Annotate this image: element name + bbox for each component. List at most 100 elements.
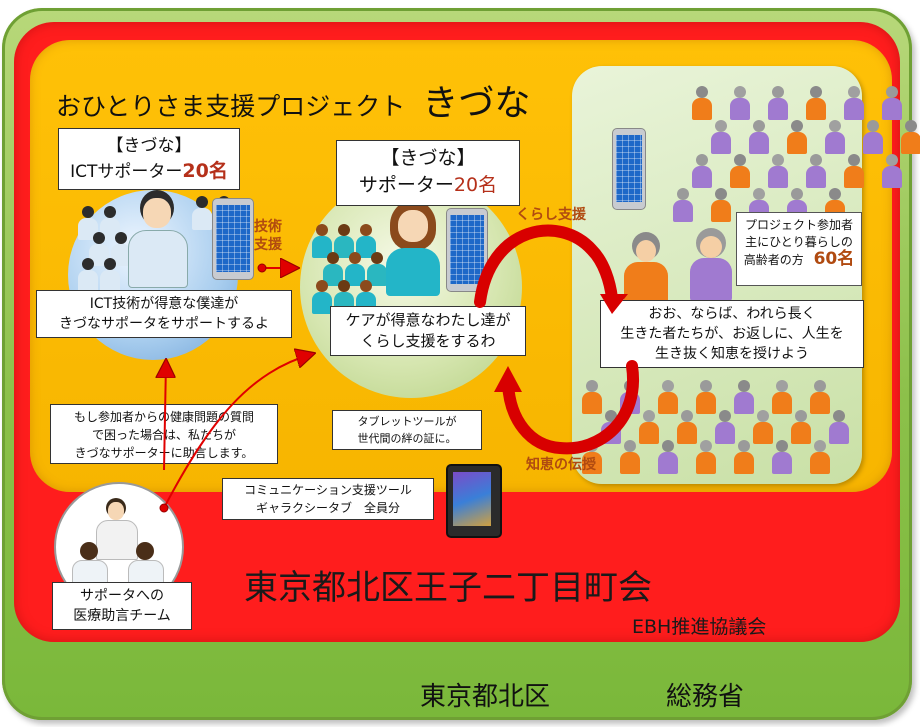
elder-man-icon — [624, 232, 668, 306]
crowd-person-icon — [882, 154, 902, 188]
crowd-person-icon — [312, 224, 332, 258]
crowd-person-icon — [78, 206, 98, 240]
crowd-person-icon — [810, 380, 830, 414]
ict-box-count: 20名 — [182, 160, 228, 182]
wisdom-arrowhead — [494, 366, 522, 392]
crowd-person-icon — [356, 224, 376, 258]
elder-speech-box: おお、ならば、われら長く 生きた者たちが、お返しに、人生を 生き抜く知恵を授けよ… — [600, 300, 864, 368]
crowd-person-icon — [829, 410, 849, 444]
elder-speech-line2: 生きた者たちが、お返しに、人生を — [620, 326, 844, 342]
life-support-cycle-arrow — [474, 224, 618, 308]
crowd-person-icon — [111, 232, 131, 266]
crowd-person-icon — [715, 410, 735, 444]
crowd-person-icon — [658, 440, 678, 474]
ministry-label: 総務省 — [666, 682, 745, 712]
life-support-arrowhead — [600, 294, 628, 314]
care-box-line1: 【きづな】 — [380, 147, 476, 169]
crowd-person-icon — [711, 120, 731, 154]
ict-box-label: ICTサポーター — [70, 162, 183, 182]
care-smartphone-icon — [446, 208, 488, 292]
ict-speech-line2: きづなサポータをサポートするよ — [59, 316, 269, 332]
ict-speech-box: ICT技術が得意な僕達が きづなサポータをサポートするよ — [36, 290, 292, 338]
crowd-person-icon — [772, 440, 792, 474]
comm-tool-box: コミュニケーション支援ツール ギャラクシータブ 全員分 — [222, 478, 434, 520]
crowd-person-icon — [192, 196, 212, 230]
crowd-person-icon — [692, 154, 712, 188]
tablet-caption-line1: タブレットツールが — [357, 415, 457, 428]
kita-ward-label: 東京都北区 — [420, 682, 551, 712]
crowd-person-icon — [658, 380, 678, 414]
elder-speech-line1: おお、ならば、われら長く — [648, 306, 816, 322]
ict-supporters-group — [74, 196, 234, 296]
care-speech-line2: くらし支援をするわ — [360, 332, 496, 350]
participants-line1: プロジェクト参加者 — [744, 218, 853, 232]
tablet-caption-box: タブレットツールが 世代間の絆の証に。 — [332, 410, 482, 450]
wisdom-cycle-arrow — [502, 360, 640, 455]
crowd-person-icon — [620, 440, 640, 474]
crowd-person-icon — [677, 410, 697, 444]
crowd-person-icon — [825, 120, 845, 154]
crowd-person-icon — [734, 380, 754, 414]
project-title: おひとりさま支援プロジェクト — [56, 92, 406, 121]
tech-support-line1: 技術 — [254, 219, 282, 235]
crowd-person-icon — [334, 224, 354, 258]
crowd-person-icon — [696, 440, 716, 474]
crowd-person-icon — [806, 86, 826, 120]
project-name: きづな — [422, 83, 531, 124]
medical-to-ict-arrow — [164, 362, 166, 471]
crowd-person-icon — [730, 154, 750, 188]
crowd-person-icon — [810, 440, 830, 474]
life-support-label: くらし支援 — [516, 207, 586, 223]
crowd-person-icon — [696, 380, 716, 414]
crowd-person-icon — [844, 154, 864, 188]
participants-box: プロジェクト参加者 主にひとり暮らしの 高齢者の方 60名 — [736, 212, 862, 286]
elder-speech-line3: 生き抜く知恵を授けよう — [655, 346, 809, 362]
medical-team-line1: サポータへの — [80, 588, 164, 604]
tablet-caption-line2: 世代間の絆の証に。 — [357, 432, 457, 445]
crowd-person-icon — [639, 410, 659, 444]
crowd-person-icon — [673, 188, 693, 222]
crowd-person-icon — [711, 188, 731, 222]
crowd-person-icon — [768, 86, 788, 120]
wisdom-label: 知恵の伝授 — [526, 457, 596, 473]
crowd-person-icon — [692, 86, 712, 120]
tech-support-arrow-start — [257, 263, 267, 273]
crowd-person-icon — [78, 258, 98, 292]
care-supporter-box: 【きづな】 サポーター20名 — [336, 140, 520, 206]
doctor-icon — [96, 498, 138, 560]
care-box-count: 20名 — [453, 174, 498, 196]
crowd-person-icon — [772, 380, 792, 414]
crowd-person-icon — [367, 252, 387, 286]
crowd-person-icon — [882, 86, 902, 120]
ict-supporter-box: 【きづな】 ICTサポーター20名 — [58, 128, 240, 190]
participants-line3: 高齢者の方 — [743, 253, 804, 267]
galaxy-tab-icon — [446, 464, 502, 538]
crowd-person-icon — [791, 410, 811, 444]
elder-woman-icon — [690, 228, 732, 302]
ict-smartphone-icon — [212, 198, 254, 280]
ict-supporter-man-icon — [128, 190, 188, 288]
crowd-person-icon — [863, 120, 883, 154]
care-box-label: サポーター — [358, 174, 454, 196]
participants-line2: 主にひとり暮らしの — [745, 235, 853, 249]
participants-count: 60名 — [813, 249, 855, 269]
ebh-council-label: EBH推進協議会 — [632, 616, 767, 638]
crowd-person-icon — [734, 440, 754, 474]
crowd-person-icon — [806, 154, 826, 188]
crowd-person-icon — [768, 154, 788, 188]
medical-to-care-arrow — [163, 354, 312, 509]
ict-box-line1: 【きづな】 — [106, 136, 192, 156]
comm-tool-line1: コミュニケーション支援ツール — [244, 483, 412, 497]
crowd-person-icon — [582, 380, 602, 414]
medical-arrow-start — [159, 503, 169, 513]
town-association-label: 東京都北区王子二丁目町会 — [244, 568, 652, 608]
medical-team-box: サポータへの 医療助言チーム — [52, 582, 192, 630]
care-supporter-woman-icon — [384, 200, 442, 296]
crowd-person-icon — [323, 252, 343, 286]
care-speech-box: ケアが得意なわたし達が くらし支援をするわ — [330, 306, 526, 356]
smartphone-icon — [612, 128, 646, 210]
medical-team-line2: 医療助言チーム — [73, 608, 171, 624]
crowd-person-icon — [787, 120, 807, 154]
ict-speech-line1: ICT技術が得意な僕達が — [89, 296, 239, 312]
